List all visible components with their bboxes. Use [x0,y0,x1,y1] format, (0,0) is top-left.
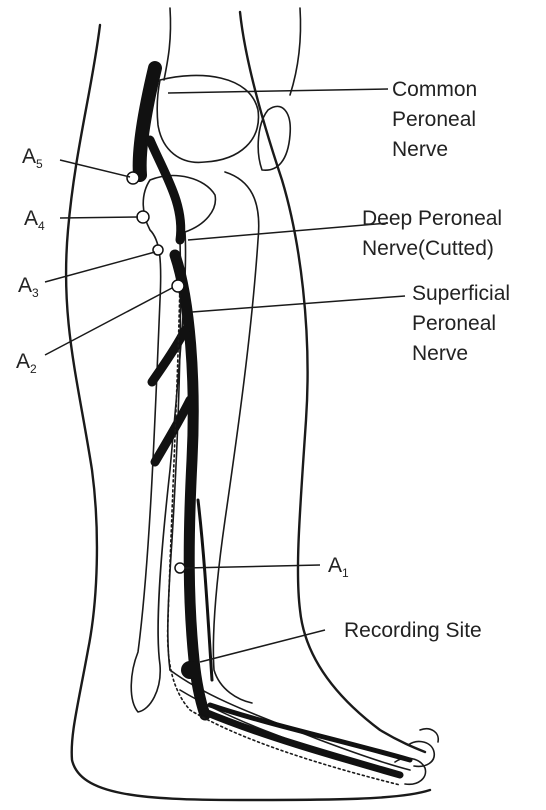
deep-peroneal-line-1: Deep Peroneal [362,207,502,230]
bones [131,75,290,712]
superficial-peroneal-line-1: Superficial [412,282,510,305]
recording-site-dot [181,661,199,679]
a3-label: A3 [18,274,39,300]
foot [170,670,438,784]
common-peroneal-line-2: Peroneal [392,108,476,131]
point-a2 [172,280,184,292]
a4-label: A4 [24,207,45,233]
superficial-peroneal-nerve [175,255,205,715]
superficial-peroneal-line-2: Peroneal [412,312,496,335]
a5-label: A5 [22,145,43,171]
leg-outline [66,8,430,800]
common-peroneal-label: Common Peroneal Nerve [392,78,477,161]
common-peroneal-line-1: Common [392,78,477,101]
point-a4 [137,211,149,223]
common-peroneal-nerve-trunk [140,68,155,175]
superficial-peroneal-label: Superficial Peroneal Nerve [412,282,510,365]
leader-lines [45,89,405,662]
a1-label: A1 [328,554,349,580]
a2-label: A2 [16,350,37,376]
deep-peroneal-line-2: Nerve(Cutted) [362,237,494,260]
deep-peroneal-label: Deep Peroneal Nerve(Cutted) [362,207,502,260]
nerve-branch-2 [155,400,190,462]
common-peroneal-line-3: Nerve [392,138,448,161]
superficial-peroneal-line-3: Nerve [412,342,468,365]
point-a3 [153,245,163,255]
point-a1 [175,563,185,573]
recording-site-label: Recording Site [344,619,482,642]
point-a5 [127,172,139,184]
